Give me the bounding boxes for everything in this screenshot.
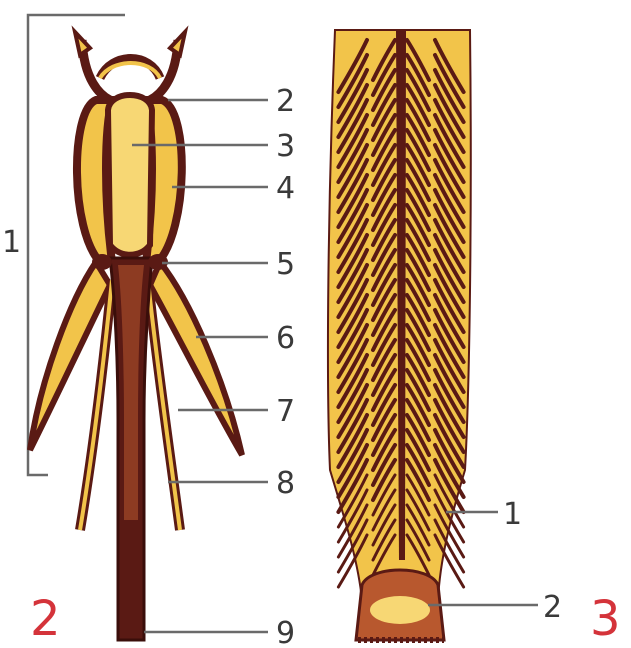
label-5: 5: [276, 247, 295, 282]
label-9: 9: [276, 616, 295, 648]
joint-left: [92, 254, 112, 270]
figure-2-mouthparts: 1 2 3 4: [2, 15, 295, 648]
label-3: 3: [276, 129, 295, 164]
label-2: 2: [276, 84, 295, 119]
label-4: 4: [276, 171, 295, 206]
label-3-1: 1: [503, 497, 522, 532]
bracket-label-1: 1: [2, 225, 21, 260]
mandible-arch: [82, 40, 178, 100]
figure-number-3: 3: [590, 591, 621, 647]
label-7: 7: [276, 394, 295, 429]
label-8: 8: [276, 466, 295, 501]
labrum-plate: [108, 95, 152, 255]
label-6: 6: [276, 321, 295, 356]
proboscis-cap-glow: [370, 596, 430, 624]
mandible-tip-right: [170, 32, 185, 55]
figure-3-proboscis: 1 2 3: [328, 30, 621, 647]
figure-number-2: 2: [30, 591, 61, 647]
mandible-tip-left: [75, 32, 90, 55]
label-3-2: 2: [543, 590, 562, 625]
